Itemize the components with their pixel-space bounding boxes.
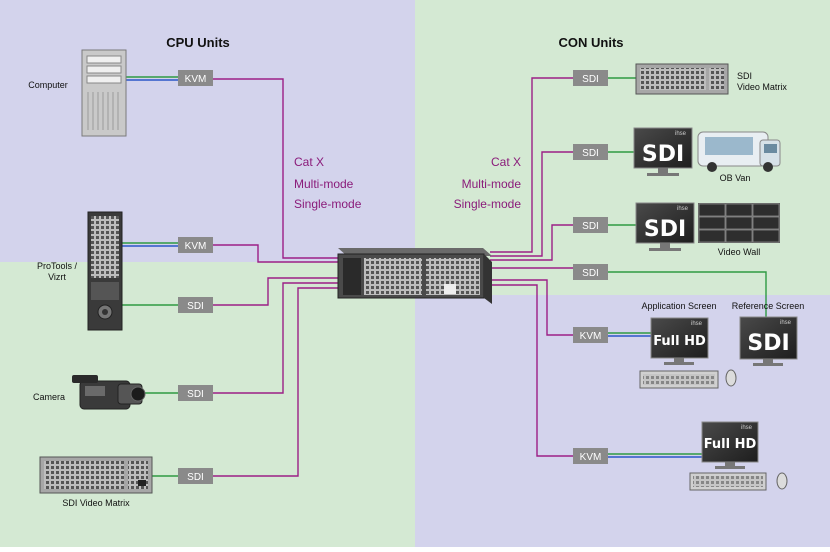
sdi-video-matrix-con-label-2: Video Matrix (737, 82, 787, 92)
svg-text:SDI: SDI (582, 74, 599, 85)
svg-text:KVM: KVM (185, 241, 207, 252)
sdi-badge-video-wall: SDI (573, 217, 608, 233)
svg-text:KVM: KVM (185, 74, 207, 85)
cpu-top-region (0, 0, 415, 262)
svg-text:Full HD: Full HD (653, 334, 706, 349)
svg-text:SDI: SDI (582, 148, 599, 159)
kvm-badge-protools: KVM (178, 237, 213, 253)
sdi-video-matrix-con-label-1: SDI (737, 71, 752, 81)
ob-van-truck-icon (697, 131, 781, 172)
svg-text:ihse: ihse (675, 131, 687, 137)
protools-device-icon (87, 211, 123, 331)
svg-text:KVM: KVM (580, 331, 602, 342)
svg-text:ihse: ihse (780, 320, 792, 326)
keyboard-application-icon (639, 370, 719, 389)
sdi-monitor-reference-icon: SDI ihse (739, 316, 798, 366)
kvm-badge-computer: KVM (178, 70, 213, 86)
sdi-badge-protools: SDI (178, 297, 213, 313)
reference-screen-label: Reference Screen (732, 301, 805, 311)
con-units-title: CON Units (559, 35, 624, 50)
camera-icon (72, 375, 146, 410)
svg-text:SDI: SDI (187, 389, 204, 400)
mouse-workstation-icon (776, 472, 788, 490)
keyboard-workstation-icon (689, 472, 767, 491)
sdi-monitor-ob-van-icon: SDI ihse (633, 127, 693, 176)
svg-text:KVM: KVM (580, 452, 602, 463)
svg-text:ihse: ihse (677, 206, 689, 212)
sdi-badge-camera: SDI (178, 385, 213, 401)
sdi-monitor-video-wall-icon: SDI ihse (635, 202, 695, 251)
cable-type-left-1: Cat X (294, 155, 324, 169)
sdi-video-matrix-con-icon (635, 63, 729, 95)
device-links (122, 76, 767, 477)
svg-text:SDI: SDI (582, 268, 599, 279)
kvm-matrix-switch-icon (337, 248, 492, 304)
cable-type-left-2: Multi-mode (294, 177, 354, 191)
camera-label: Camera (33, 392, 65, 402)
fullhd-monitor-workstation-icon: Full HD ihse (701, 421, 759, 469)
sdi-badge-ob-van: SDI (573, 144, 608, 160)
svg-text:ihse: ihse (691, 321, 703, 327)
svg-text:SDI: SDI (644, 217, 686, 242)
application-screen-label: Application Screen (641, 301, 716, 311)
svg-text:Full HD: Full HD (704, 437, 757, 452)
kvm-badge-workstation: KVM (573, 448, 608, 464)
sdi-badge-reference: SDI (573, 264, 608, 280)
cpu-units-title: CPU Units (166, 35, 230, 50)
sdi-video-matrix-cpu-icon (39, 456, 153, 494)
video-wall-label: Video Wall (718, 247, 761, 257)
fiber-cables (213, 77, 573, 477)
protools-label-line2: Vizrt (48, 272, 66, 282)
video-wall-grid-icon (698, 203, 780, 243)
sdi-badge-matrix: SDI (178, 468, 213, 484)
svg-text:SDI: SDI (747, 331, 789, 356)
sdi-badge-con-matrix: SDI (573, 70, 608, 86)
cable-type-right-2: Multi-mode (462, 177, 522, 191)
svg-text:SDI: SDI (642, 142, 684, 167)
kvm-badge-application: KVM (573, 327, 608, 343)
ob-van-label: OB Van (720, 173, 751, 183)
mouse-application-icon (725, 369, 737, 387)
svg-text:ihse: ihse (741, 425, 753, 431)
computer-label: Computer (28, 80, 68, 90)
cable-type-right-1: Cat X (491, 155, 521, 169)
svg-text:SDI: SDI (582, 221, 599, 232)
cable-type-left-3: Single-mode (294, 197, 362, 211)
svg-text:SDI: SDI (187, 472, 204, 483)
cable-type-right-3: Single-mode (454, 197, 522, 211)
fullhd-monitor-application-icon: Full HD ihse (650, 317, 709, 365)
sdi-video-matrix-cpu-label: SDI Video Matrix (62, 498, 130, 508)
protools-label-line1: ProTools / (37, 261, 78, 271)
computer-tower-icon (81, 49, 127, 137)
svg-text:SDI: SDI (187, 301, 204, 312)
